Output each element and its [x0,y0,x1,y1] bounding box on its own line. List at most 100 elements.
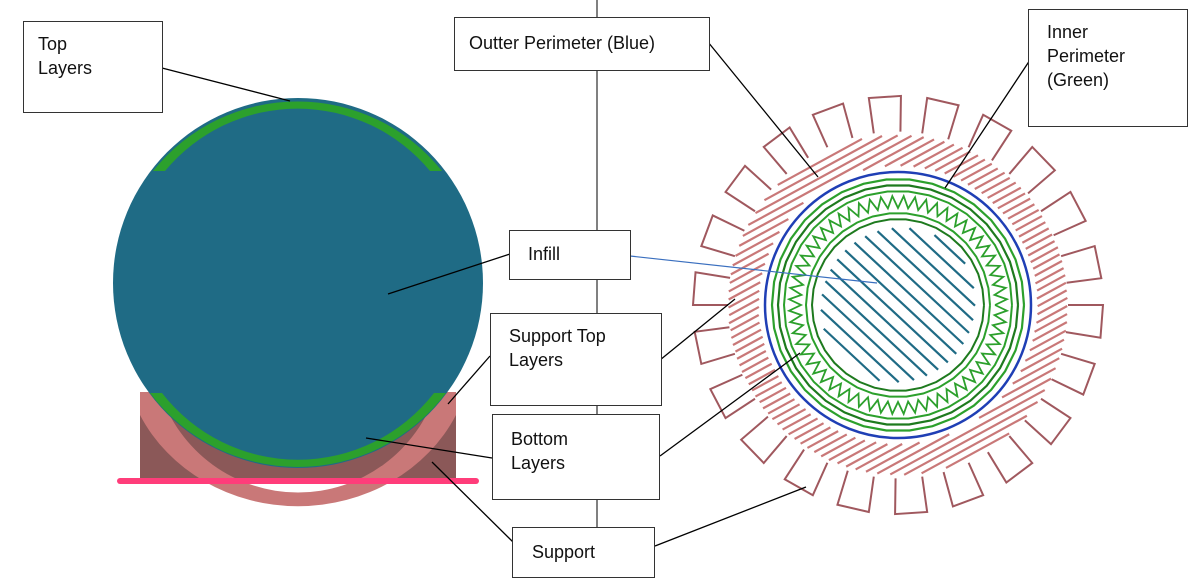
support-hatch-line [884,138,935,168]
infill-hatch-line [864,235,970,334]
support-hatch-line [1020,347,1063,373]
support-top-layer-band [140,392,456,507]
support-hatch-line [1036,274,1066,292]
support-hatch-line [960,162,993,182]
top-layers-cap [153,101,442,171]
support-hatch-line [739,350,767,367]
inner-perimeter-zigzag [786,193,1010,417]
support-tab [987,435,1034,484]
support-pattern [727,134,1068,476]
support-top-layers-label: Support Top Layers [490,313,662,406]
inner-perimeter-ring [810,218,985,392]
support-hatch-line [876,433,950,475]
support-hatch-line [742,201,804,237]
bottom-layers-label: Bottom Layers [492,414,660,500]
support-hatch-line [776,408,807,426]
support-hatch-line [978,377,1052,419]
leader-support-top-left [447,355,491,405]
support-hatch-line [751,375,779,392]
support-hatch-line [1037,289,1068,308]
support-hatch-line [1032,321,1068,342]
support-hatch-line [732,242,774,267]
support-hatch-line [837,441,877,465]
support-hatch-line [828,439,866,462]
support-hatch-line [738,218,789,247]
support-hatch-line [788,417,819,436]
bottom-layers-band [150,393,446,468]
support-hatch-line [1021,227,1050,244]
support-hatch-line [728,272,763,293]
support-tab [724,164,772,213]
support-tab [894,476,929,516]
support-hatch-line [763,135,883,202]
support-hatch-line [759,386,787,404]
support-hatch-line [1012,357,1060,385]
support-tab [708,373,756,420]
support-tab [942,462,985,508]
leader-support-left [431,461,514,543]
support-tabs [691,94,1105,516]
support-hatch-line [1036,296,1068,316]
support-hatch-line [1034,260,1063,277]
infill-hatch-line [836,258,949,364]
leader-bottom-left [365,437,493,459]
support-hatch-line [1029,329,1067,352]
side-view [113,98,483,507]
support-hatch-line [1002,197,1031,215]
top-view [691,94,1105,516]
support-hatch-line [862,136,925,172]
support-hatch-line [921,414,1028,475]
support-hatch-line [732,328,762,346]
infill-hatch-line [933,234,966,265]
support-hatch-line [1024,338,1065,362]
support-hatch-line [754,381,783,398]
support-hatch-line [728,305,760,325]
outer-perimeter-label: Outter Perimeter (Blue) [454,17,710,71]
support-hatch-line [736,342,765,360]
support-hatch-line [900,140,945,167]
support-hatch-line [813,433,848,454]
support-hatch-line [1034,313,1068,333]
support-hatch-line [1018,221,1046,238]
support-tab [691,271,731,306]
infill-hatch-line [891,227,976,307]
support-hatch-line [754,134,899,215]
infill-hatch-line [876,230,974,322]
support-tab [693,326,736,366]
support-hatch-line [777,137,863,186]
support-hatch-line [1036,281,1067,300]
inner-perimeter-ring [782,190,1013,420]
top-layers-label: Top Layers [23,21,163,113]
support-hatch-line [728,281,761,301]
support-hatch-line [945,432,1010,469]
support-tab [921,96,960,140]
support-hatch-line [1025,233,1053,250]
infill-hatch-line [853,241,965,345]
support-hatch-line [744,362,773,380]
leader-lines [161,41,1031,547]
support-tab [1040,190,1088,237]
support-tab [867,94,902,134]
infill-hatch-line [820,308,900,383]
support-hatch-line [1034,267,1065,285]
infill-hatch-line [908,227,975,289]
support-hatch-line [1015,215,1043,232]
outer-perimeter-ring [763,170,1033,440]
support-tab [811,102,854,148]
support-hatch-line [729,262,766,284]
support-hatch-line [730,252,770,276]
inner-perimeter-rings [770,178,1026,432]
infill-body [113,98,483,468]
inner-perimeter-ring [776,184,1020,426]
support-hatch-line [952,158,986,178]
build-plate [117,478,479,484]
support-hatch-line [934,150,971,172]
leader-infill-left [387,253,511,295]
support-hatch-line [1030,246,1059,264]
support-tab [1008,145,1057,195]
support-tab [1024,397,1072,446]
support-hatch-line [855,443,903,471]
support-hatch-line [845,443,888,468]
support-hatch-line [741,356,769,373]
